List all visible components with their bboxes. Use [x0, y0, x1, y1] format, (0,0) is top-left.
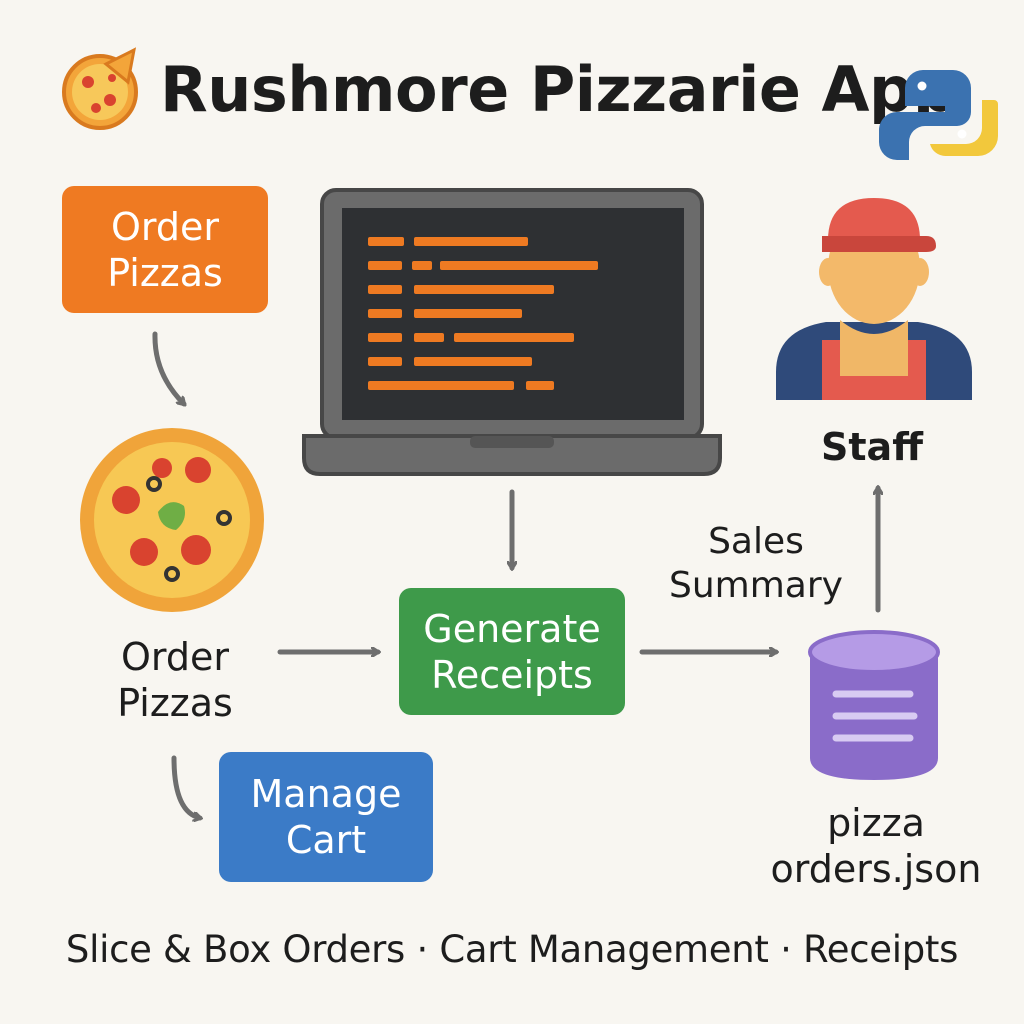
receipts-line1: Generate — [423, 606, 601, 651]
laptop-code-icon — [302, 188, 722, 476]
sales-line1: Sales — [708, 521, 804, 562]
order-pizzas-box: Order Pizzas — [62, 186, 268, 313]
pizza-slice-icon — [62, 47, 138, 130]
db-line1: pizza — [827, 801, 925, 845]
order-label-line2: Pizzas — [117, 681, 233, 725]
staff-person-icon — [776, 198, 972, 400]
order-box-line2: Pizzas — [107, 250, 223, 295]
manage-cart-box: Manage Cart — [219, 752, 433, 882]
sales-summary-label: Sales Summary — [656, 520, 856, 608]
generate-receipts-box: Generate Receipts — [399, 588, 625, 715]
arrow-pizzas-to-cart — [171, 755, 200, 818]
order-label-line1: Order — [121, 635, 229, 679]
db-line2: orders.json — [770, 847, 982, 891]
page-title: Rushmore Pizzarie App — [160, 53, 957, 126]
order-pizzas-label: Order Pizzas — [100, 634, 250, 726]
arrow-order-to-pizza — [152, 331, 184, 404]
flow-arrows — [152, 331, 878, 818]
python-logo-icon — [879, 70, 998, 160]
cart-line1: Manage — [250, 772, 402, 816]
staff-label: Staff — [821, 425, 923, 469]
database-icon — [808, 630, 940, 780]
database-label: pizza orders.json — [752, 800, 1000, 892]
order-box-line1: Order — [111, 204, 219, 249]
receipts-line2: Receipts — [431, 652, 593, 697]
cart-line2: Cart — [285, 818, 367, 862]
sales-line2: Summary — [669, 565, 843, 606]
pizza-icon — [80, 428, 264, 612]
footer-features: Slice & Box Orders · Cart Management · R… — [65, 928, 959, 971]
